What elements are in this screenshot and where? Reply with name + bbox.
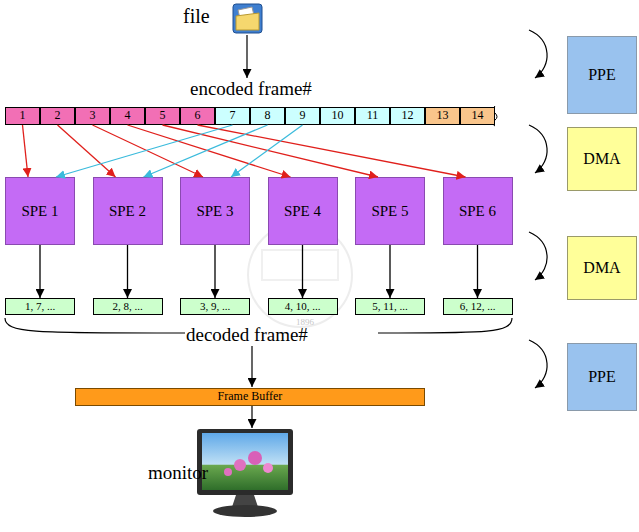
node-text: 6 xyxy=(195,109,201,122)
decoded-frames-box: 6, 12, ... xyxy=(443,298,513,315)
node-text: SPE 1 xyxy=(21,203,58,220)
frame-cell: 14 xyxy=(460,107,495,125)
flow-connector xyxy=(389,245,390,298)
frame-cell: 6 xyxy=(180,107,215,125)
decoded-frames-box: 2, 8, ... xyxy=(93,298,163,315)
frame-cell: 10 xyxy=(320,107,355,125)
stream-label: decoded frame# xyxy=(186,325,308,344)
spe-box: SPE 6 xyxy=(443,177,513,245)
frame-cell: 5 xyxy=(145,107,180,125)
spe-box: SPE 3 xyxy=(180,177,250,245)
node-text: 5, 11, ... xyxy=(372,300,407,312)
node-text: 14 xyxy=(472,109,484,122)
node-text: 7 xyxy=(230,109,236,122)
node-text: 13 xyxy=(437,109,449,122)
flow-connector xyxy=(477,245,478,298)
node-text: 12 xyxy=(402,109,414,122)
stage-arrows xyxy=(529,30,547,388)
node-text: PPE xyxy=(588,368,616,386)
frame-cell: 3 xyxy=(75,107,110,125)
frame-cell: 13 xyxy=(425,107,460,125)
flow-arrow xyxy=(246,35,247,78)
node-text: 1 xyxy=(20,109,26,122)
flow-connector xyxy=(163,125,379,177)
node-text: 6, 12, ... xyxy=(460,300,496,312)
bracket xyxy=(5,318,185,333)
node-text: 2 xyxy=(55,109,61,122)
source-label: file xyxy=(183,6,210,26)
flow-connector xyxy=(93,125,204,177)
node-text: 8 xyxy=(265,109,271,122)
flow-connector xyxy=(58,125,116,177)
frame-cell: 8 xyxy=(250,107,285,125)
flow-arrow xyxy=(251,346,252,387)
monitor-illustration xyxy=(197,429,293,517)
node-text: DMA xyxy=(583,259,620,277)
spe-box: SPE 4 xyxy=(268,177,338,245)
flow-connector xyxy=(231,125,303,177)
node-text: SPE 6 xyxy=(459,203,496,220)
frame-cell: 2 xyxy=(40,107,75,125)
file-icon xyxy=(233,4,262,33)
spe-box: SPE 5 xyxy=(355,177,425,245)
watermark-text: 1896 xyxy=(296,318,314,327)
flow-connector xyxy=(23,125,29,177)
spe-box: SPE 1 xyxy=(5,177,75,245)
node-text: Frame Buffer xyxy=(218,390,283,403)
flow-connector xyxy=(128,125,291,177)
decoded-frames-box: 3, 9, ... xyxy=(180,298,250,315)
stage-box: PPE xyxy=(567,36,637,114)
flow-connector xyxy=(56,125,233,177)
node-text: SPE 3 xyxy=(196,203,233,220)
node-text: 5 xyxy=(160,109,166,122)
flow-arrow xyxy=(251,406,252,428)
node-text: 3, 9, ... xyxy=(200,300,230,312)
output-label: monitor xyxy=(148,463,208,482)
frame-cell: 1 xyxy=(5,107,40,125)
node-text: 9 xyxy=(300,109,306,122)
frame-cell: 12 xyxy=(390,107,425,125)
frame-buffer-bar: Frame Buffer xyxy=(75,388,425,406)
node-text: DMA xyxy=(583,150,620,168)
frame-cell: 9 xyxy=(285,107,320,125)
stream-label: encoded frame# xyxy=(190,79,312,98)
decoded-frames-box: 4, 10, ... xyxy=(268,298,338,315)
node-text: SPE 5 xyxy=(371,203,408,220)
node-text: 3 xyxy=(90,109,96,122)
decoded-frames-box: 1, 7, ... xyxy=(5,298,75,315)
flow-connector xyxy=(39,245,40,298)
flow-connector xyxy=(127,245,128,298)
node-text: 4, 10, ... xyxy=(285,300,321,312)
spe-box: SPE 2 xyxy=(93,177,163,245)
flow-connector xyxy=(198,125,466,177)
node-text: SPE 4 xyxy=(284,203,321,220)
flow-connector xyxy=(144,125,268,177)
node-text: 10 xyxy=(332,109,344,122)
stage-box: DMA xyxy=(567,127,637,191)
frame-cell: 7 xyxy=(215,107,250,125)
flow-connector xyxy=(214,245,215,298)
frame-cell: 4 xyxy=(110,107,145,125)
decoded-frames-box: 5, 11, ... xyxy=(355,298,425,315)
stage-box: DMA xyxy=(567,236,637,300)
bracket xyxy=(378,318,512,333)
node-text: 2, 8, ... xyxy=(112,300,142,312)
frame-cell: 11 xyxy=(355,107,390,125)
stage-box: PPE xyxy=(567,343,637,411)
node-text: PPE xyxy=(588,66,616,84)
flow-connector xyxy=(302,245,303,298)
node-text: 11 xyxy=(367,109,379,122)
node-text: 1, 7, ... xyxy=(25,300,55,312)
node-text: 4 xyxy=(125,109,131,122)
node-text: SPE 2 xyxy=(109,203,146,220)
